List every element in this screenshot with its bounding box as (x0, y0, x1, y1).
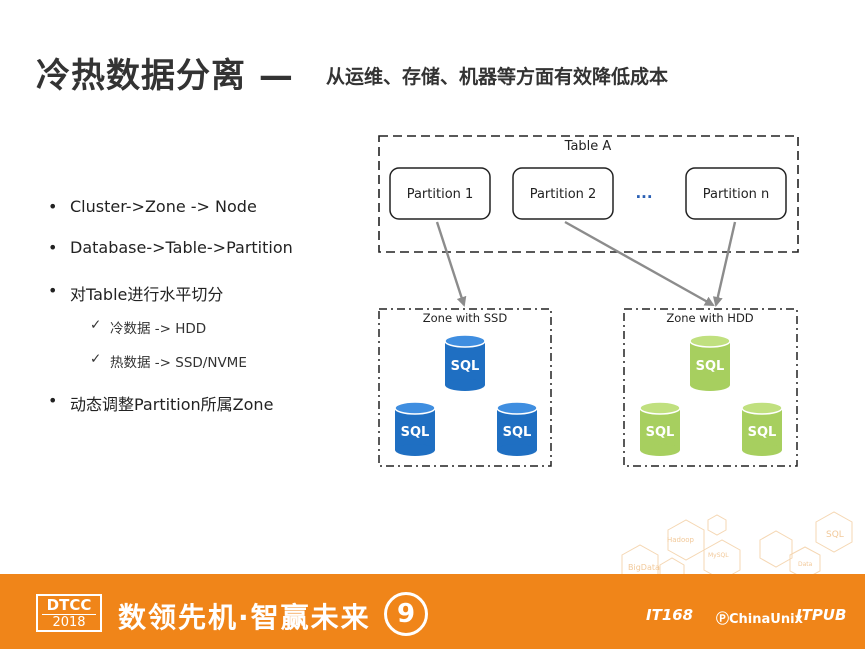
db-label: SQL (696, 359, 725, 374)
footer-bar (0, 574, 865, 649)
database-icon: SQL (444, 334, 486, 391)
hex-label: Data (798, 561, 813, 568)
table-label: Table A (564, 139, 612, 154)
partition-box (389, 167, 491, 220)
hex-label: BigData (628, 563, 660, 572)
database-icon: SQL (689, 334, 731, 391)
check-icon: ✓ (90, 317, 102, 333)
edition-badge: 9 (384, 592, 428, 636)
bullet-marker: • (48, 238, 58, 257)
slide-title: 冷热数据分离 — (36, 56, 294, 96)
db-label: SQL (451, 359, 480, 374)
hex-label: SQL (826, 530, 844, 540)
table-container (378, 135, 799, 253)
partition-label: Partition 2 (530, 187, 597, 202)
arrow-pn-hdd (712, 221, 737, 307)
sub-bullet-text: 冷数据 -> HDD (110, 321, 207, 337)
hex-label: MySQL (708, 552, 729, 559)
logo-year: 2018 (42, 614, 96, 630)
footer-slogan: 数领先机·智赢未来 (118, 601, 371, 634)
bullet-marker: • (48, 281, 58, 300)
partition-box (512, 167, 614, 220)
zone-hdd-container (623, 308, 798, 467)
bullet-text: Cluster->Zone -> Node (70, 197, 257, 216)
partition-label: Partition 1 (407, 187, 474, 202)
bullet-text: Database->Table->Partition (70, 238, 293, 257)
sponsor-logo: ⓅChinaUnix (716, 608, 803, 627)
database-icon: SQL (741, 401, 783, 456)
database-icon: SQL (394, 401, 436, 456)
logo-text: DTCC (46, 596, 92, 614)
db-label: SQL (401, 425, 430, 440)
check-icon: ✓ (90, 351, 102, 367)
zone-ssd-container (378, 308, 552, 467)
bullet-marker: • (48, 197, 58, 216)
slide-subtitle: 从运维、存储、机器等方面有效降低成本 (326, 66, 669, 88)
sponsor-logo: IT168 (646, 606, 694, 624)
bullet-text: 对Table进行水平切分 (70, 285, 224, 304)
db-label: SQL (646, 425, 675, 440)
sub-bullet-text: 热数据 -> SSD/NVME (110, 355, 247, 371)
arrow-p2-hdd (564, 220, 715, 307)
hex-label: Hadoop (667, 536, 695, 544)
arrow-p1-ssd (435, 221, 467, 307)
bullet-marker: • (48, 391, 58, 410)
partition-box (685, 167, 787, 220)
bullet-text: 动态调整Partition所属Zone (70, 395, 274, 414)
db-label: SQL (503, 425, 532, 440)
sponsor-logo: ITPUB (796, 606, 847, 624)
zone-ssd-label: Zone with SSD (423, 311, 508, 325)
dtcc-logo: DTCC 2018 (36, 594, 102, 632)
db-label: SQL (748, 425, 777, 440)
database-icon: SQL (639, 401, 681, 456)
database-icon: SQL (496, 401, 538, 456)
chinaunix-icon: Ⓟ (716, 612, 730, 627)
zone-hdd-label: Zone with HDD (666, 311, 753, 325)
sponsor-name: ChinaUnix (729, 612, 803, 627)
ellipsis-label: ... (635, 184, 652, 202)
partition-label: Partition n (703, 187, 770, 202)
